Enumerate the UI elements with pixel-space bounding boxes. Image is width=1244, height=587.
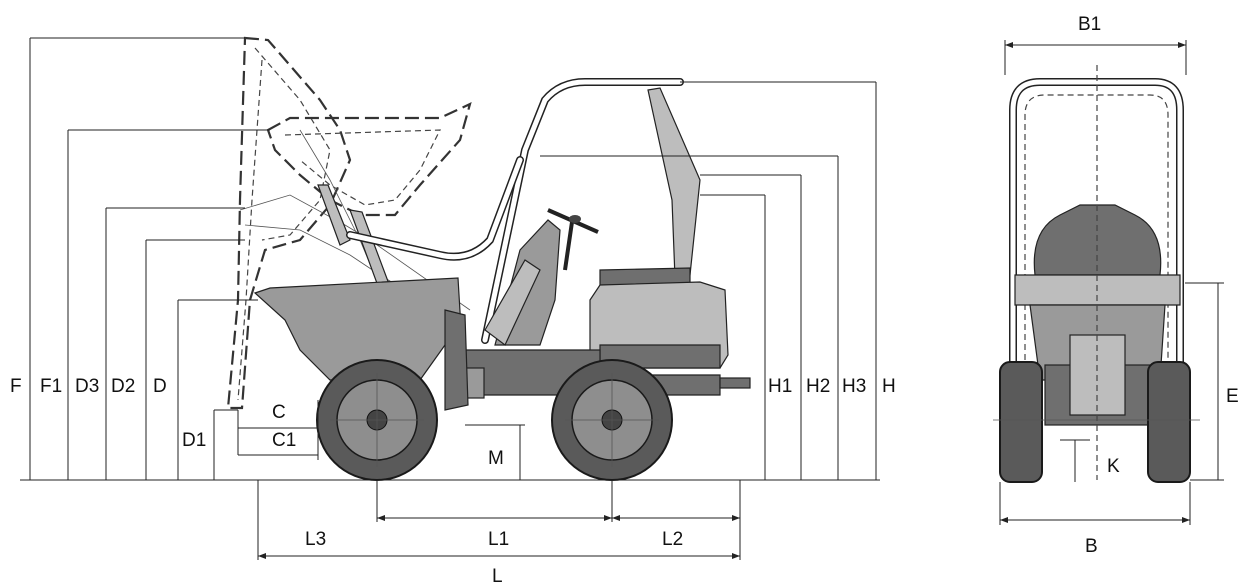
rear-wheel	[551, 359, 673, 481]
left-dimension-lines	[29, 37, 319, 480]
label-D1: D1	[182, 430, 206, 451]
label-B1: B1	[1078, 14, 1101, 35]
label-H: H	[882, 376, 896, 397]
roll-over-bar	[346, 78, 684, 344]
lowered-skip	[253, 277, 463, 381]
label-C1: C1	[272, 430, 296, 451]
label-C: C	[272, 402, 286, 423]
label-H3: H3	[842, 376, 866, 397]
skip-pivot-bracket	[444, 309, 469, 411]
dash-panel	[484, 219, 561, 346]
mid-raised-skip-outline	[266, 101, 472, 217]
label-F1: F1	[40, 376, 62, 397]
front-view	[993, 65, 1200, 483]
rear-hitch	[719, 377, 751, 389]
label-M: M	[488, 448, 504, 469]
front-wheel	[316, 359, 438, 481]
label-E: E	[1226, 386, 1239, 407]
label-H1: H1	[768, 376, 792, 397]
length-dimension-lines	[257, 480, 741, 560]
seat	[599, 87, 701, 291]
front-dimension-lines	[999, 40, 1224, 525]
label-D: D	[153, 376, 167, 397]
label-H2: H2	[806, 376, 830, 397]
label-K: K	[1107, 456, 1120, 477]
label-D2: D2	[111, 376, 135, 397]
label-F: F	[10, 376, 22, 397]
steering-wheel	[547, 208, 599, 271]
label-L2: L2	[662, 529, 683, 550]
label-L1: L1	[488, 529, 509, 550]
right-dimension-lines	[540, 81, 880, 481]
label-D3: D3	[75, 376, 99, 397]
label-L3: L3	[305, 529, 326, 550]
label-B: B	[1085, 536, 1098, 557]
label-L: L	[492, 566, 503, 587]
